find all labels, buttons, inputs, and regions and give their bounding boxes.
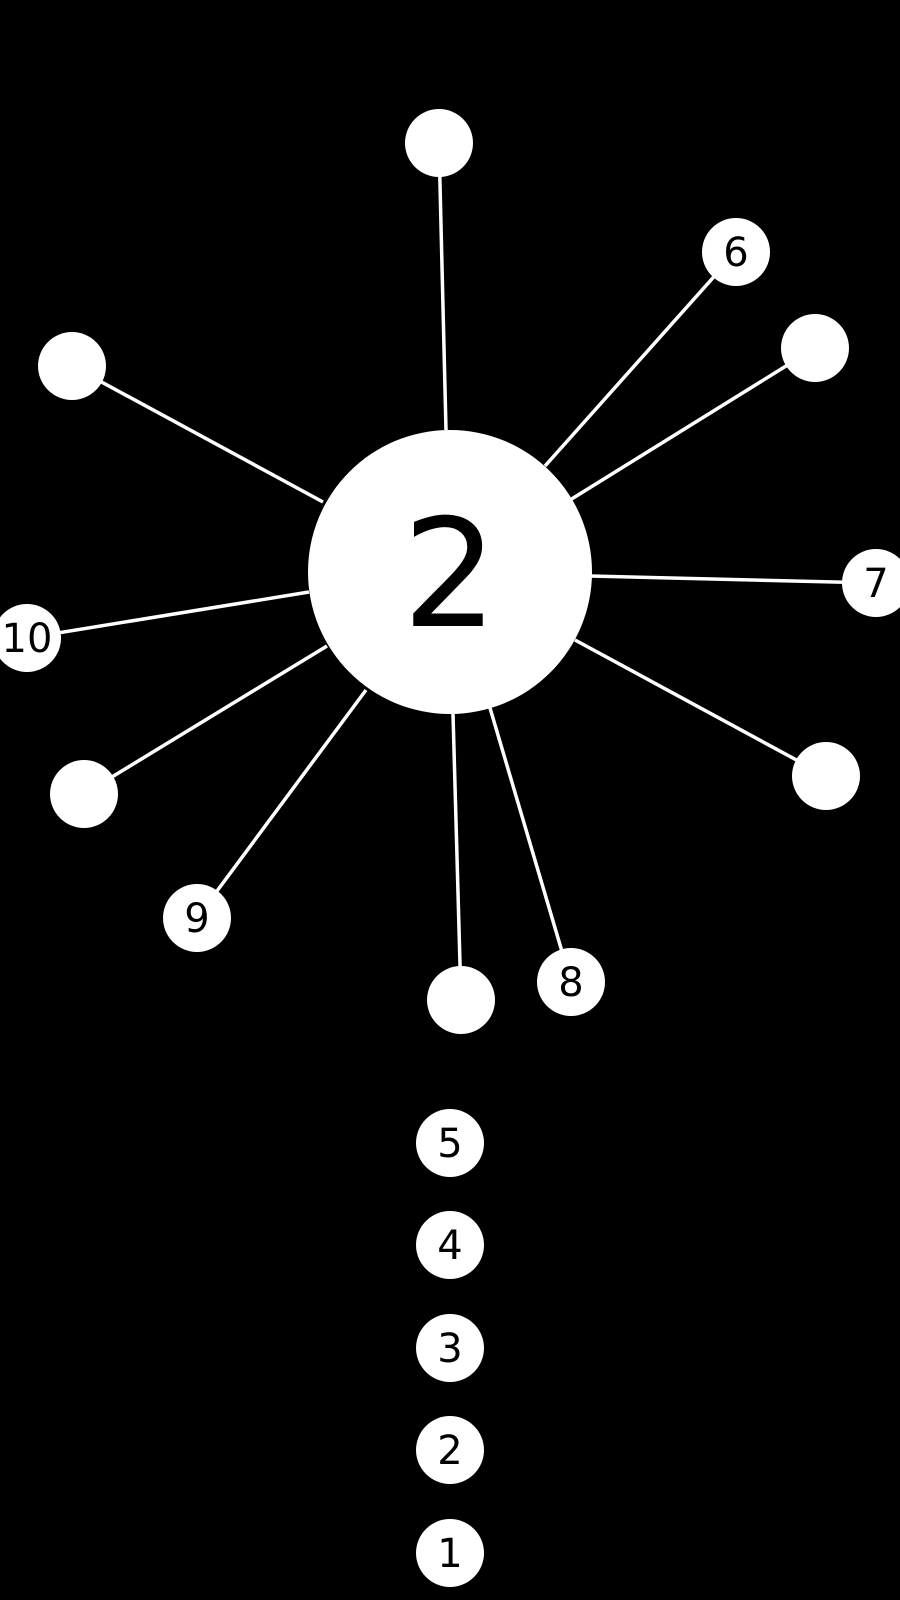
queue-ball-label: 3: [437, 1326, 462, 1372]
pinned-ball-label: 9: [184, 896, 209, 942]
pinned-ball-label: 10: [2, 616, 53, 662]
pinned-ball-label: 8: [558, 960, 583, 1006]
queue-ball-label: 4: [437, 1223, 462, 1269]
pinned-ball: [38, 332, 106, 400]
queue-ball: [416, 1314, 484, 1382]
needle-line: [83, 644, 328, 796]
center-core-circle: [308, 430, 592, 714]
pinned-ball-label: 6: [723, 230, 748, 276]
pinned-ball-label: 7: [863, 561, 888, 607]
queue-ball[interactable]: [416, 1109, 484, 1177]
queue-ball: [416, 1519, 484, 1587]
pinned-needles: [26, 142, 877, 1001]
needle-line: [574, 638, 827, 778]
needle-line: [195, 688, 368, 920]
queue-ball-label: 5: [437, 1121, 462, 1167]
needle-line: [488, 707, 573, 983]
pinned-ball: [50, 760, 118, 828]
queue-ball-label: 2: [437, 1428, 462, 1474]
pinned-ball: [0, 604, 61, 672]
needle-line: [451, 713, 463, 1001]
pinned-ball: [781, 314, 849, 382]
queue-ball: [416, 1211, 484, 1279]
needle-line: [569, 346, 816, 502]
pinned-ball: [842, 549, 900, 617]
needle-line: [437, 142, 448, 431]
pinned-ball: [163, 884, 231, 952]
needle-line: [71, 364, 324, 504]
pinned-ball: [537, 948, 605, 1016]
pinned-ball: [792, 742, 860, 810]
level-number: 2: [402, 488, 497, 662]
pinned-ball: [405, 109, 473, 177]
center-core: 2: [308, 430, 592, 714]
ball-queue[interactable]: 5 4 3 2 1: [416, 1109, 484, 1587]
needle-line: [589, 574, 877, 585]
needle-line: [26, 590, 310, 640]
pinned-balls: 6 7 8 9 10: [0, 109, 900, 1034]
queue-ball: [416, 1416, 484, 1484]
queue-ball-label: 1: [437, 1531, 462, 1577]
pinned-ball: [702, 218, 770, 286]
pinned-ball: [427, 966, 495, 1034]
needle-line: [543, 250, 738, 468]
